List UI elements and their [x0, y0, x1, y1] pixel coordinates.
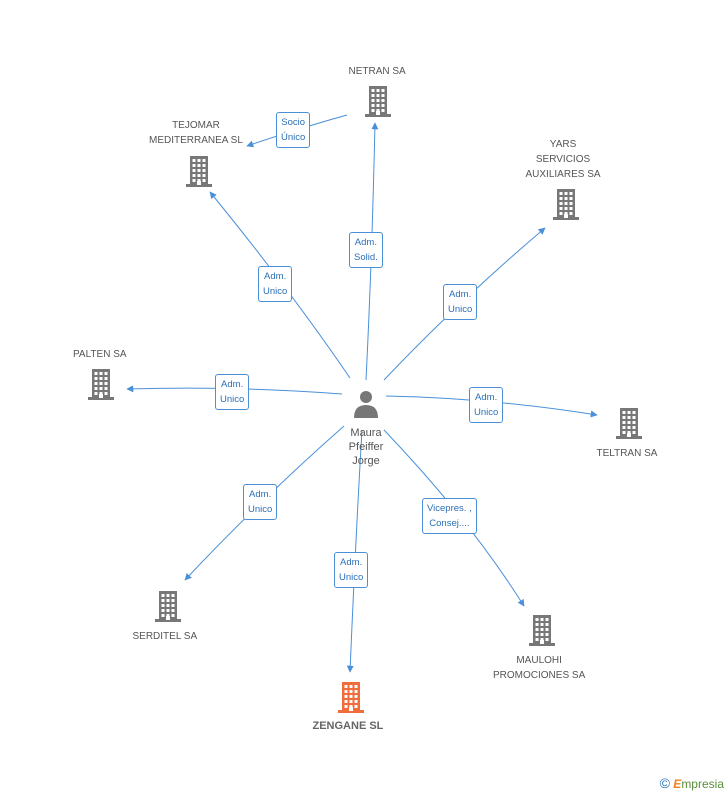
edge-label-palten[interactable]: Adm. Unico [215, 374, 250, 410]
edge-label-line: Unico [339, 572, 364, 583]
brand-initial: E [673, 777, 682, 791]
building-icon[interactable] [183, 154, 215, 188]
edge-label-line: Unico [263, 286, 288, 297]
edge-label-serditel[interactable]: Adm. Unico [243, 484, 278, 520]
company-label-line: NETRAN SA [348, 66, 406, 77]
edge-label-line: Unico [448, 304, 473, 315]
edge-label-zengane[interactable]: Adm. Unico [334, 552, 369, 588]
company-label-zengane[interactable]: ZENGANE SL [313, 719, 384, 734]
edge-center-zengane [346, 429, 363, 673]
edge-label-line: Consej.... [429, 518, 470, 529]
edge-label-line: Socio [281, 117, 306, 128]
edge-label-maulohi[interactable]: Vicepres. , Consej.... [422, 498, 477, 534]
company-label-line: SERVICIOS [535, 154, 591, 165]
person-name-line: Jorge [352, 455, 380, 467]
company-label-netran[interactable]: NETRAN SA [349, 64, 406, 79]
company-label-line: AUXILIARES SA [525, 169, 601, 180]
company-label-serditel[interactable]: SERDITEL SA [133, 629, 198, 644]
edge-label-tejomar[interactable]: Adm. Unico [258, 266, 293, 302]
building-icon[interactable] [85, 367, 117, 401]
edge-label-line: Adm. [449, 289, 472, 300]
company-label-line: PROMOCIONES SA [493, 670, 586, 681]
footer-brand: © Empresia [660, 775, 724, 791]
edge-label-line: Adm. [354, 237, 377, 248]
building-icon[interactable] [613, 406, 645, 440]
brand-name: mpresia [681, 777, 724, 791]
edge-label-line: Adm. [340, 557, 363, 568]
edge-label-line: Adm. [264, 271, 287, 282]
company-label-yars[interactable]: YARS SERVICIOS AUXILIARES SA [526, 137, 601, 182]
company-label-palten[interactable]: PALTEN SA [73, 347, 127, 362]
person-icon[interactable] [351, 389, 381, 424]
person-name-line: Maura [350, 427, 382, 439]
building-icon[interactable] [526, 613, 558, 647]
building-icon[interactable] [362, 84, 394, 118]
company-label-line: TELTRAN SA [596, 448, 658, 459]
edge-label-line: Unico [220, 394, 245, 405]
edge-label-teltran[interactable]: Adm. Unico [469, 387, 504, 423]
edge-label-netran[interactable]: Adm. Solid. [349, 232, 383, 268]
company-label-line: MEDITERRANEA SL [149, 135, 243, 146]
edge-label-line: Unico [474, 407, 499, 418]
edge-label-line: Único [281, 132, 306, 143]
company-label-line: PALTEN SA [73, 349, 127, 360]
edge-label-yars[interactable]: Adm. Unico [443, 284, 478, 320]
building-icon[interactable] [335, 680, 367, 714]
edge-label-line: Vicepres. , [427, 503, 472, 514]
edge-label-line: Adm. [221, 379, 244, 390]
person-name-line: Pfeiffer [348, 441, 384, 453]
company-label-maulohi[interactable]: MAULOHI PROMOCIONES SA [493, 653, 585, 683]
edge-label-line: Adm. [249, 489, 272, 500]
edge-label-line: Unico [248, 504, 273, 515]
building-icon[interactable] [550, 187, 582, 221]
company-label-line: YARS [549, 139, 577, 150]
building-icon[interactable] [152, 589, 184, 623]
company-label-line: MAULOHI [516, 655, 562, 666]
company-label-line: SERDITEL SA [132, 631, 198, 642]
company-label-tejomar[interactable]: TEJOMAR MEDITERRANEA SL [149, 118, 243, 148]
company-label-line: ZENGANE SL [312, 720, 384, 732]
copyright-icon: © [659, 775, 670, 791]
company-label-teltran[interactable]: TELTRAN SA [597, 446, 658, 461]
edge-label-line: Adm. [475, 392, 498, 403]
company-label-line: TEJOMAR [172, 120, 220, 131]
edge-label-line: Solid. [354, 252, 378, 263]
